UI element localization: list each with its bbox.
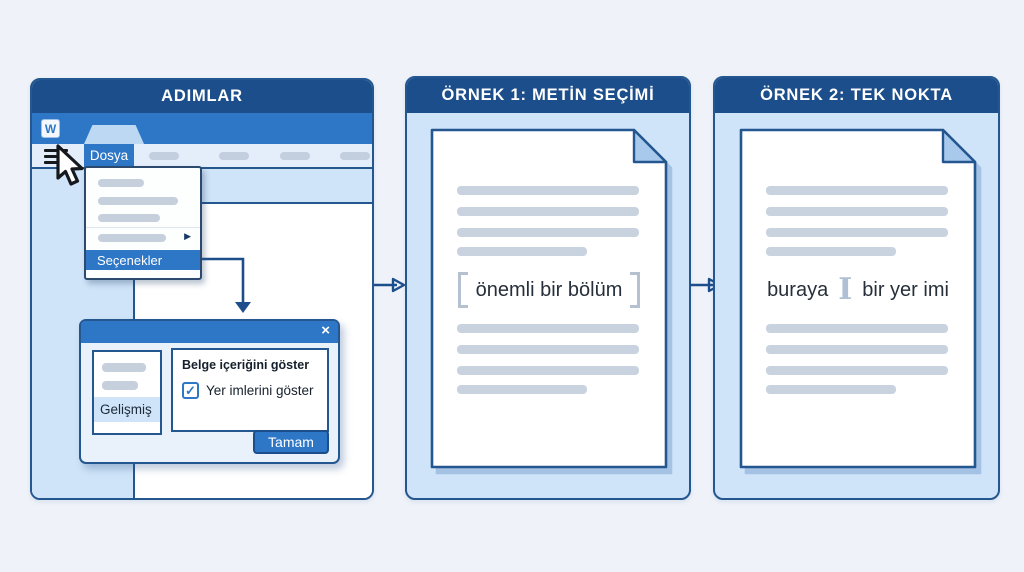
text-line-placeholder xyxy=(457,324,639,333)
text-line-placeholder xyxy=(766,186,948,195)
menu-item-placeholder xyxy=(98,197,178,205)
selected-text: önemli bir bölüm xyxy=(475,278,623,301)
menu-tab-placeholder xyxy=(280,152,310,160)
menu-bar: Dosya xyxy=(32,144,372,169)
example1-title: ÖRNEK 1: METİN SEÇİMİ xyxy=(407,78,689,113)
steps-panel-title: ADIMLAR xyxy=(32,80,372,113)
example2-panel: ÖRNEK 2: TEK NOKTA buraya I bir yer imi xyxy=(713,76,1000,500)
dialog-nav-list: Gelişmiş xyxy=(92,350,162,435)
file-dropdown-menu: ▶ Seçenekler xyxy=(84,166,202,280)
flow-arrow-icon xyxy=(374,277,406,293)
menu-tab-placeholder xyxy=(219,152,249,160)
text-line-placeholder xyxy=(766,385,896,394)
menu-tab-placeholder xyxy=(340,152,370,160)
text-line-placeholder xyxy=(457,366,639,375)
text-line-placeholder xyxy=(457,186,639,195)
bookmarked-selection: önemli bir bölüm xyxy=(430,270,668,310)
groupbox-title: Belge içeriğini göster xyxy=(182,358,310,372)
menu-item-secenekler[interactable]: Seçenekler xyxy=(86,250,200,270)
bookmark-bracket-left-icon xyxy=(457,272,468,308)
checkbox-row: ✓ Yer imlerini göster xyxy=(182,382,314,399)
menu-tab-dosya[interactable]: Dosya xyxy=(84,144,134,167)
text-line-placeholder xyxy=(457,385,587,394)
text-line-placeholder xyxy=(766,366,948,375)
example2-title: ÖRNEK 2: TEK NOKTA xyxy=(715,78,998,113)
text-line-placeholder xyxy=(457,345,639,354)
example1-panel: ÖRNEK 1: METİN SEÇİMİ önemli bir bölüm xyxy=(405,76,691,500)
text-line-placeholder xyxy=(457,247,587,256)
word-app-icon: W xyxy=(41,119,60,138)
text-line-placeholder xyxy=(457,207,639,216)
menu-tab-placeholder xyxy=(149,152,179,160)
bookmark-bracket-right-icon xyxy=(630,272,641,308)
submenu-arrow-icon: ▶ xyxy=(184,231,191,241)
text-after-bookmark: bir yer imi xyxy=(862,278,949,301)
nav-item-gelismis[interactable]: Gelişmiş xyxy=(94,397,160,422)
checkbox-label: Yer imlerini göster xyxy=(206,383,314,398)
checkbox-checked-icon[interactable]: ✓ xyxy=(182,382,199,399)
text-line-placeholder xyxy=(766,247,896,256)
steps-panel: ADIMLAR W Dosya ▶ Seçenekler xyxy=(30,78,374,500)
document-page: buraya I bir yer imi xyxy=(739,128,977,469)
dialog-titlebar: × xyxy=(81,321,338,343)
text-line-placeholder xyxy=(766,228,948,237)
menu-item-placeholder xyxy=(98,179,144,187)
bookmark-point: buraya I bir yer imi xyxy=(739,270,977,310)
text-line-placeholder xyxy=(766,324,948,333)
nav-item-placeholder xyxy=(102,363,146,372)
ibeam-bookmark-icon: I xyxy=(838,272,853,307)
nav-item-placeholder xyxy=(102,381,138,390)
document-page: önemli bir bölüm xyxy=(430,128,668,469)
text-before-bookmark: buraya xyxy=(767,278,829,301)
text-line-placeholder xyxy=(457,228,639,237)
document-tab-shape xyxy=(84,125,144,144)
menu-item-placeholder xyxy=(98,214,160,222)
dialog-groupbox: Belge içeriğini göster ✓ Yer imlerini gö… xyxy=(171,348,329,432)
options-dialog: × Gelişmiş Belge içeriğini göster ✓ Yer … xyxy=(79,319,340,464)
text-line-placeholder xyxy=(766,207,948,216)
word-titlebar: W xyxy=(32,113,372,144)
menu-separator xyxy=(86,227,200,228)
hamburger-icon[interactable] xyxy=(44,149,68,164)
close-icon[interactable]: × xyxy=(321,322,330,339)
ok-button[interactable]: Tamam xyxy=(253,430,329,454)
text-line-placeholder xyxy=(766,345,948,354)
menu-item-placeholder xyxy=(98,234,166,242)
